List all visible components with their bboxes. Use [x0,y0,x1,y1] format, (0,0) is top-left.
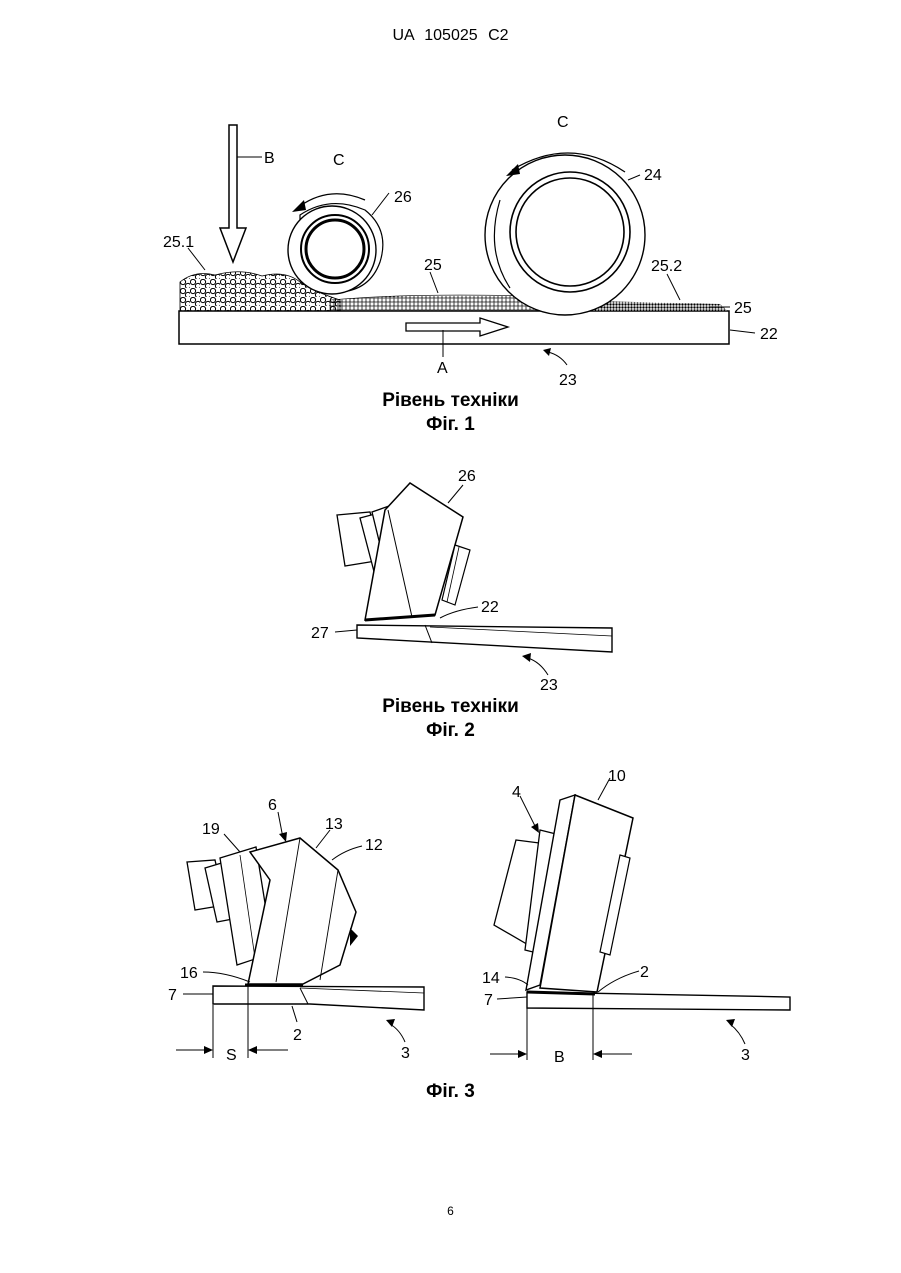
label-26: 26 [394,189,412,206]
label-13: 13 [325,816,343,833]
label-6: 6 [268,797,277,814]
figure-2-caption-line1: Рівень техніки [0,695,901,719]
label-7-left: 7 [168,987,177,1004]
label-22: 22 [481,599,499,616]
label-23: 23 [559,372,577,389]
left-assembly [176,812,424,1058]
label-4: 4 [512,784,521,801]
label-23: 23 [540,677,558,694]
label-3-right: 3 [741,1047,750,1064]
label-19: 19 [202,821,220,838]
label-25-1: 25.1 [163,234,194,251]
label-7-right: 7 [484,992,493,1009]
patent-header: UA 105025 C2 [0,27,901,45]
label-25: 25 [424,257,442,274]
large-roller-24 [485,155,645,315]
label-25-right: 25 [734,300,752,317]
label-27: 27 [311,625,329,642]
figure-2-caption-line2: Фіг. 2 [0,719,901,743]
label-12: 12 [365,837,383,854]
label-b: B [264,150,275,167]
figure-1-drawing: B C C 26 24 25.1 25 25.2 25 22 A 23 [0,115,901,390]
small-roller-26 [288,204,383,294]
figure-3-caption: Фіг. 3 [0,1080,901,1104]
plate-23 [357,625,612,652]
label-2-left: 2 [293,1027,302,1044]
label-22: 22 [760,326,778,343]
label-2-right: 2 [640,964,649,981]
label-3-left: 3 [401,1045,410,1062]
figure-1-caption-line1: Рівень техніки [0,389,901,413]
label-c-left: C [333,152,345,169]
label-c-right: C [557,114,569,131]
figure-1-caption-line2: Фіг. 1 [0,413,901,437]
figure-2-caption: Рівень техніки Фіг. 2 [0,695,901,743]
figure-1-caption: Рівень техніки Фіг. 1 [0,389,901,437]
label-14: 14 [482,970,500,987]
right-assembly [490,778,790,1060]
label-26: 26 [458,468,476,485]
label-b-dim: B [554,1049,565,1066]
figure-3-drawing: 19 6 13 12 16 7 2 3 S 4 10 14 7 2 3 B [0,760,901,1070]
label-10: 10 [608,768,626,785]
label-a: A [437,360,448,377]
label-25-2: 25.2 [651,258,682,275]
page-number: 6 [0,1204,901,1218]
label-s: S [226,1047,237,1064]
label-24: 24 [644,167,662,184]
arrow-b [220,125,246,262]
label-16: 16 [180,965,198,982]
figure-2-drawing: 26 22 27 23 [0,460,901,695]
